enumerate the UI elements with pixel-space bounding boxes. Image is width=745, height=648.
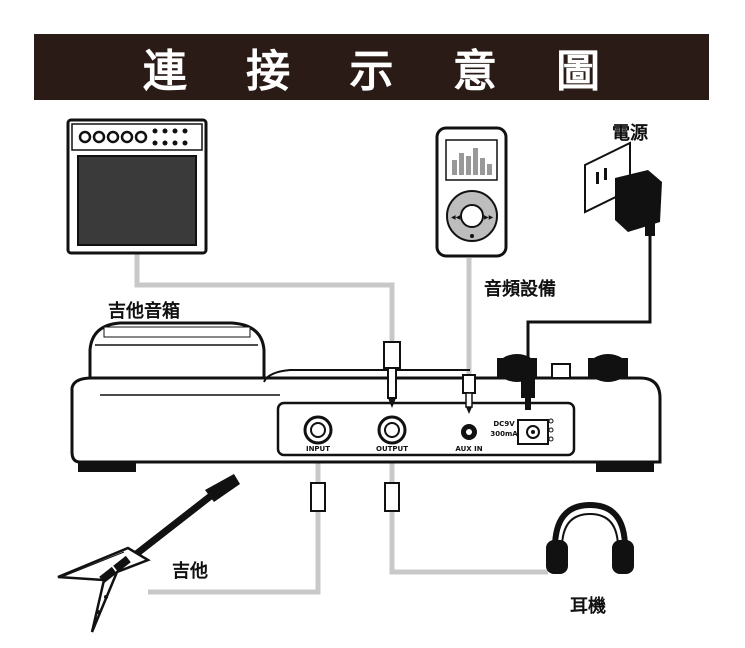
output-jack-label: OUTPUT <box>376 445 408 453</box>
svg-text:◀◀: ◀◀ <box>451 214 461 221</box>
aux-in-label: AUX IN <box>455 445 482 453</box>
power-adapter-icon <box>584 141 662 236</box>
plugs <box>310 341 535 512</box>
audio-device-icon: ◀◀ ▶▶ <box>435 126 508 258</box>
guitar-amp-icon <box>66 118 208 255</box>
audio-device-label: 音頻設備 <box>484 279 556 300</box>
title-banner: 連 接 示 意 圖 <box>34 34 709 100</box>
power-label: 電源 <box>612 123 648 144</box>
guitar-icon <box>57 474 240 633</box>
page-title: 連 接 示 意 圖 <box>142 46 623 97</box>
power-cable <box>526 235 652 372</box>
dc-current-label: 300mA <box>490 430 518 438</box>
headphones-icon <box>546 501 634 574</box>
headphone-cable <box>389 455 548 575</box>
input-jack-label: INPUT <box>306 445 330 453</box>
amplifier-label: 吉他音箱 <box>108 301 180 322</box>
dc-voltage-label: DC9V <box>493 420 515 428</box>
amp-cable <box>134 250 395 345</box>
headphones-label: 耳機 <box>570 596 606 617</box>
guitar-label: 吉他 <box>172 561 208 582</box>
svg-text:▶▶: ▶▶ <box>484 214 494 221</box>
effects-pedal <box>70 321 662 472</box>
